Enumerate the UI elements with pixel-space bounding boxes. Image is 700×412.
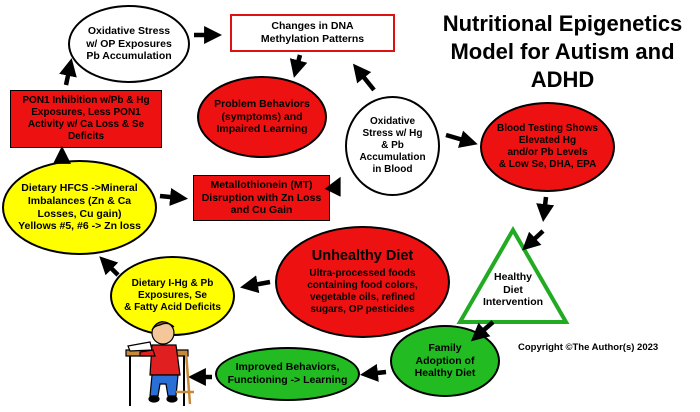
diagram-title: Nutritional Epigenetics Model for Autism… <box>442 11 683 93</box>
arrow-blood-to-healthy <box>536 196 555 223</box>
node-problem-behaviors: Problem Behaviors (symptoms) and Impaire… <box>197 76 327 158</box>
healthy-diet-triangle <box>456 225 570 324</box>
arrow-toward-healthy <box>522 229 545 251</box>
unhealthy-diet-body: Ultra-processed foods containing food co… <box>307 268 418 316</box>
node-metallothionein: Metallothionein (MT) Disruption with Zn … <box>193 175 330 221</box>
arrow-healthy-to-family <box>470 320 495 342</box>
node-dietary-hfcs: Dietary HFCS ->Mineral Imbalances (Zn & … <box>2 160 157 255</box>
node-dna-methylation: Changes in DNA Methylation Patterns <box>230 14 395 52</box>
node-oxidative-stress-hg: Oxidative Stress w/ Hg & Pb Accumulation… <box>345 96 440 196</box>
node-improved-behaviors: Improved Behaviors, Functioning -> Learn… <box>215 347 360 401</box>
arrow-hfcs-to-mt <box>159 188 189 206</box>
arrow-family-to-improved <box>359 363 387 382</box>
student-figure <box>125 321 194 406</box>
arrow-ihg-to-hfcs <box>99 256 120 277</box>
node-oxidative-stress-op: Oxidative Stress w/ OP Exposures Pb Accu… <box>68 5 190 83</box>
arrow-dna-to-problem <box>289 54 308 78</box>
copyright-text: Copyright ©The Author(s) 2023 <box>518 342 659 353</box>
arrow-oxhg-to-dna <box>352 63 376 92</box>
arrow-oxhg-to-blood <box>445 130 478 148</box>
node-dietary-ihg: Dietary I-Hg & Pb Exposures, Se & Fatty … <box>110 256 235 336</box>
arrow-mt-to-oxhg <box>324 176 341 197</box>
unhealthy-diet-title: Unhealthy Diet <box>311 247 414 264</box>
arrow-pon1-to-oxidative <box>59 58 77 86</box>
node-blood-testing: Blood Testing Shows Elevated Hg and/or P… <box>480 102 615 192</box>
node-healthy-diet: Healthy Diet Intervention <box>482 271 544 309</box>
node-unhealthy-diet: Unhealthy Diet Ultra-processed foods con… <box>275 226 450 338</box>
arrow-unhealthy-to-ihg <box>240 275 271 294</box>
node-pon1-inhibition: PON1 Inhibition w/Pb & Hg Exposures, Les… <box>10 90 162 148</box>
node-family-adoption: Family Adoption of Healthy Diet <box>390 325 500 397</box>
